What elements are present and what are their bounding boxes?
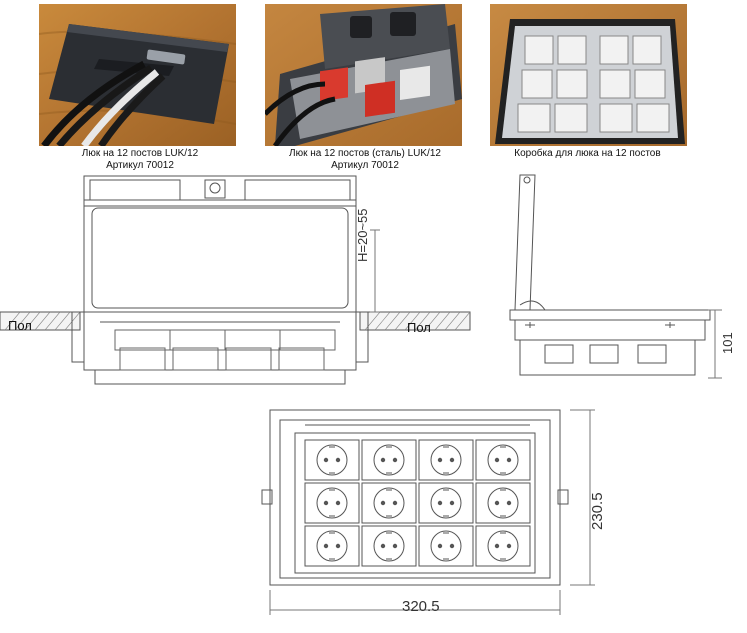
caption-line: Люк на 12 постов LUK/12 — [81, 148, 199, 159]
photo-box — [490, 4, 687, 146]
caption-line: Артикул 70012 — [106, 160, 174, 171]
socket-module — [304, 482, 360, 524]
caption-photo-3: Коробка для люка на 12 постов — [500, 148, 675, 160]
socket-module — [361, 439, 417, 481]
photo-hatch-plastic — [39, 4, 236, 146]
caption-photo-2: Люк на 12 постов (сталь) LUK/12 Артикул … — [270, 148, 460, 172]
socket-module — [475, 482, 531, 524]
caption-line: Коробка для люка на 12 постов — [514, 148, 661, 159]
socket-module — [361, 525, 417, 567]
front-view-drawing — [0, 175, 471, 385]
socket-module — [418, 482, 474, 524]
socket-grid — [304, 439, 531, 567]
caption-line: Артикул 70012 — [331, 160, 399, 171]
socket-module — [304, 439, 360, 481]
floor-label-right: Пол — [407, 320, 431, 335]
side-view-drawing — [509, 174, 722, 379]
caption-line: Люк на 12 постов (сталь) LUK/12 — [289, 148, 441, 159]
height-dimension-label: H=20~55 — [355, 208, 370, 263]
top-view-drawing — [261, 409, 595, 615]
caption-photo-1: Люк на 12 постов LUK/12 Артикул 70012 — [55, 148, 225, 172]
socket-module — [304, 525, 360, 567]
socket-module — [475, 439, 531, 481]
side-height-dimension-label: 101 — [720, 332, 735, 354]
floor-label-left: Пол — [8, 318, 32, 333]
top-height-dimension-label: 230.5 — [589, 492, 606, 530]
socket-module — [361, 482, 417, 524]
socket-module — [475, 525, 531, 567]
socket-module — [418, 525, 474, 567]
top-width-dimension-label: 320.5 — [402, 598, 440, 615]
photo-hatch-steel — [265, 4, 462, 146]
socket-module — [418, 439, 474, 481]
